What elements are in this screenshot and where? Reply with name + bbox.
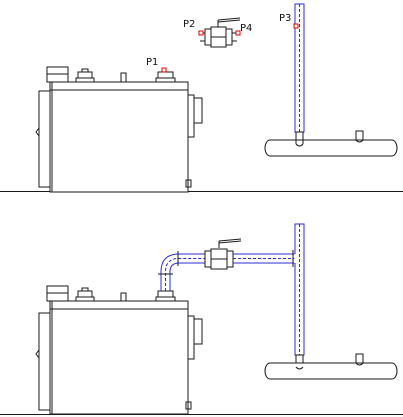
top-tank-side-box: [193, 97, 203, 124]
bottom-tank-door: [38, 312, 51, 411]
top-tank-nozzle-p1: [157, 71, 174, 79]
bottom-riser-pipe: [294, 223, 305, 364]
marker-p2: [198, 30, 204, 36]
bottom-tank-side-plate: [187, 315, 195, 360]
label-p2: P2: [183, 19, 195, 30]
bottom-tank-drain: [185, 401, 192, 410]
bottom-tank: [35, 285, 203, 415]
bottom-header-pipe: [264, 353, 398, 380]
top-tank-side-plate: [187, 94, 195, 138]
top-header-pipe: [264, 130, 398, 157]
top-tank-door-handle: [35, 127, 40, 137]
bottom-tank-door-handle: [35, 349, 40, 359]
top-tank-nozzle-b: [120, 72, 127, 83]
top-ball-valve: [200, 17, 241, 48]
bottom-tank-nozzle-p1: [157, 290, 174, 298]
top-tank-body: [49, 81, 189, 193]
label-p3: P3: [279, 13, 291, 24]
label-p1: P1: [146, 57, 158, 68]
bottom-valve-flange-left: [204, 250, 212, 268]
top-tank: [35, 66, 203, 193]
marker-p4: [235, 30, 241, 36]
bottom-connecting-pipe: [158, 251, 205, 291]
bottom-tank-nozzle-a: [77, 290, 93, 298]
marker-p3: [293, 23, 299, 29]
top-valve-flange-right: [225, 28, 233, 46]
top-scene: [0, 3, 403, 193]
bottom-tank-side-box: [193, 318, 203, 345]
bottom-valve-flange-right: [226, 250, 234, 268]
top-tank-drain: [185, 179, 192, 188]
top-tank-door: [38, 90, 51, 188]
bottom-tank-nozzle-b: [120, 292, 127, 302]
top-valve-flange-left: [204, 28, 212, 46]
label-p4: P4: [240, 23, 252, 34]
bottom-scene: [0, 223, 403, 415]
top-tank-nozzle-a: [77, 71, 93, 79]
bottom-tank-body: [49, 300, 189, 415]
marker-p1: [161, 67, 167, 73]
bottom-horizontal-pipe: [233, 250, 295, 267]
